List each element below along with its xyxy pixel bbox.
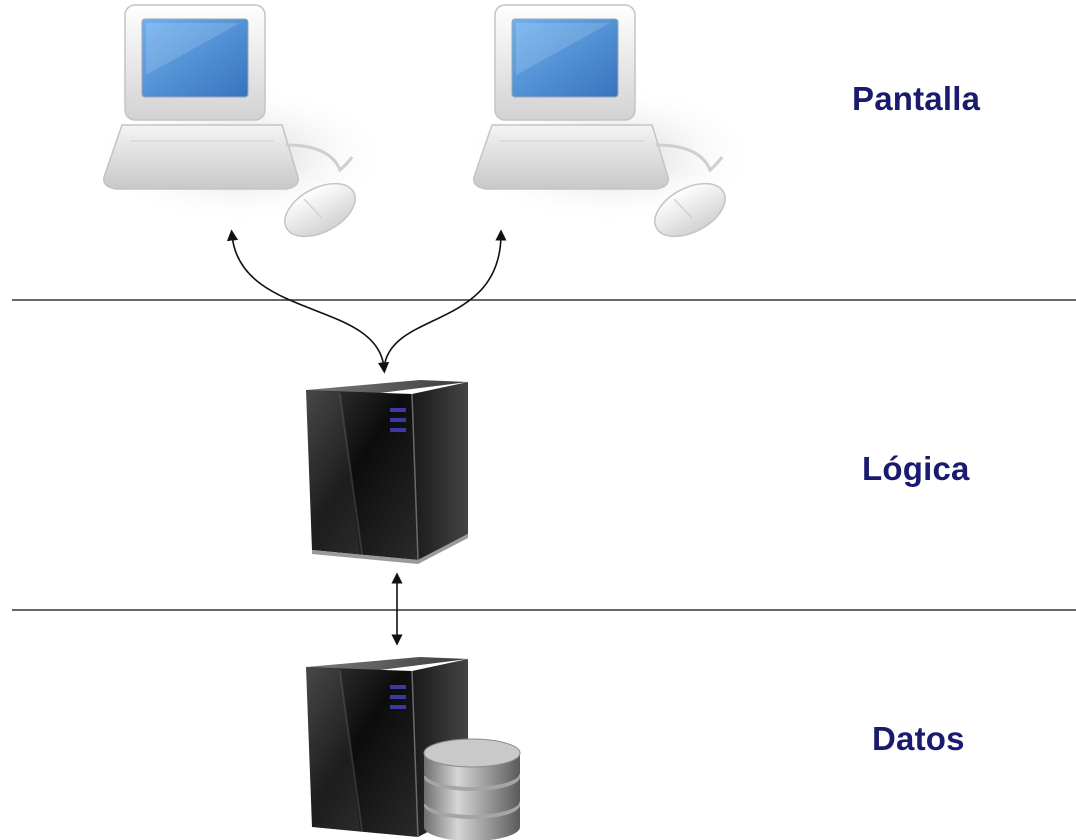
desktop-computer-icon xyxy=(90,4,390,238)
tier-label-logica: Lógica xyxy=(862,450,970,487)
desktop-computer-icon xyxy=(460,4,760,238)
connector-arrow-computer-right xyxy=(383,229,507,369)
tier-label-pantalla: Pantalla xyxy=(852,80,981,117)
tier-label-datos: Datos xyxy=(872,720,965,757)
server-tower-icon xyxy=(306,380,468,564)
connector-arrow-computer-left xyxy=(226,229,390,374)
database-cylinder-icon xyxy=(423,738,521,840)
database-server-icon xyxy=(306,657,521,840)
